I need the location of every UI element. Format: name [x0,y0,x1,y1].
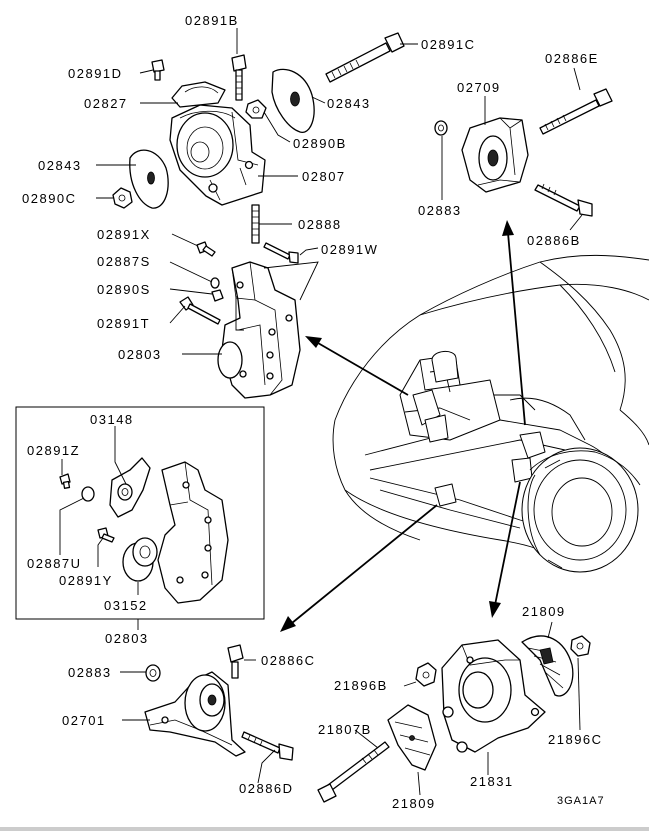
label-02843-left: 02843 [38,158,82,173]
long-bolt-02891C [325,32,405,83]
arrow-head [305,336,322,348]
label-02890B: 02890B [293,136,347,151]
label-03152: 03152 [104,598,148,613]
label-02891Y: 02891Y [59,573,113,588]
label-21896C: 21896C [548,732,603,747]
leader-lines [59,28,583,796]
front-wheel [521,447,639,573]
label-02891Z: 02891Z [27,443,80,458]
label-02891X: 02891X [97,227,151,242]
inset-frame [15,406,265,620]
arrow-to-21831 [494,481,521,606]
label-02887U: 02887U [27,556,82,571]
arrow-head [489,601,501,618]
label-02887S: 02887S [97,254,151,269]
label-02709: 02709 [457,80,501,95]
label-02891D: 02891D [68,66,123,81]
label-02843-top: 02843 [327,96,371,111]
bottom-edge-bar [0,827,649,831]
inset-variant-assembly [59,457,229,604]
figure-code: 3GA1A7 [557,795,605,807]
label-21896B: 21896B [334,678,388,693]
upper-mount-assembly [112,32,405,244]
mount-02709-group [434,88,613,217]
arrow-to-upper-bracket [317,342,409,396]
label-02891W: 02891W [321,242,378,257]
part-labels: 02891B 02891C 02891D 02827 02843 02890B … [22,13,605,811]
label-02807: 02807 [302,169,346,184]
arrow-to-02709 [507,232,526,426]
label-02883-top: 02883 [418,203,462,218]
label-02827: 02827 [84,96,128,111]
assembly-arrows [280,220,526,632]
label-21831: 21831 [470,774,514,789]
label-02886B: 02886B [527,233,581,248]
arrow-to-02701 [291,504,438,624]
label-02886D: 02886D [239,781,294,796]
label-02886C: 02886C [261,653,316,668]
vehicle-body-outline [332,254,649,573]
mount-21831-group [317,635,591,803]
label-02888: 02888 [298,217,342,232]
label-03148: 03148 [90,412,134,427]
label-02803: 02803 [118,347,162,362]
bracket-02803 [179,241,301,399]
label-02891B: 02891B [185,13,239,28]
label-21809-top: 21809 [522,604,566,619]
label-02701: 02701 [62,713,106,728]
label-02883-bottom: 02883 [68,665,112,680]
arrow-head [280,616,296,632]
label-21809-bottom: 21809 [392,796,436,811]
arrow-head [502,220,514,236]
label-21807B: 21807B [318,722,372,737]
mount-02701-group [144,644,294,761]
label-02890C: 02890C [22,191,77,206]
label-02891C: 02891C [421,37,476,52]
label-02890S: 02890S [97,282,151,297]
label-02891T: 02891T [97,316,150,331]
label-02886E: 02886E [545,51,599,66]
inset-caption-02803: 02803 [105,631,149,646]
